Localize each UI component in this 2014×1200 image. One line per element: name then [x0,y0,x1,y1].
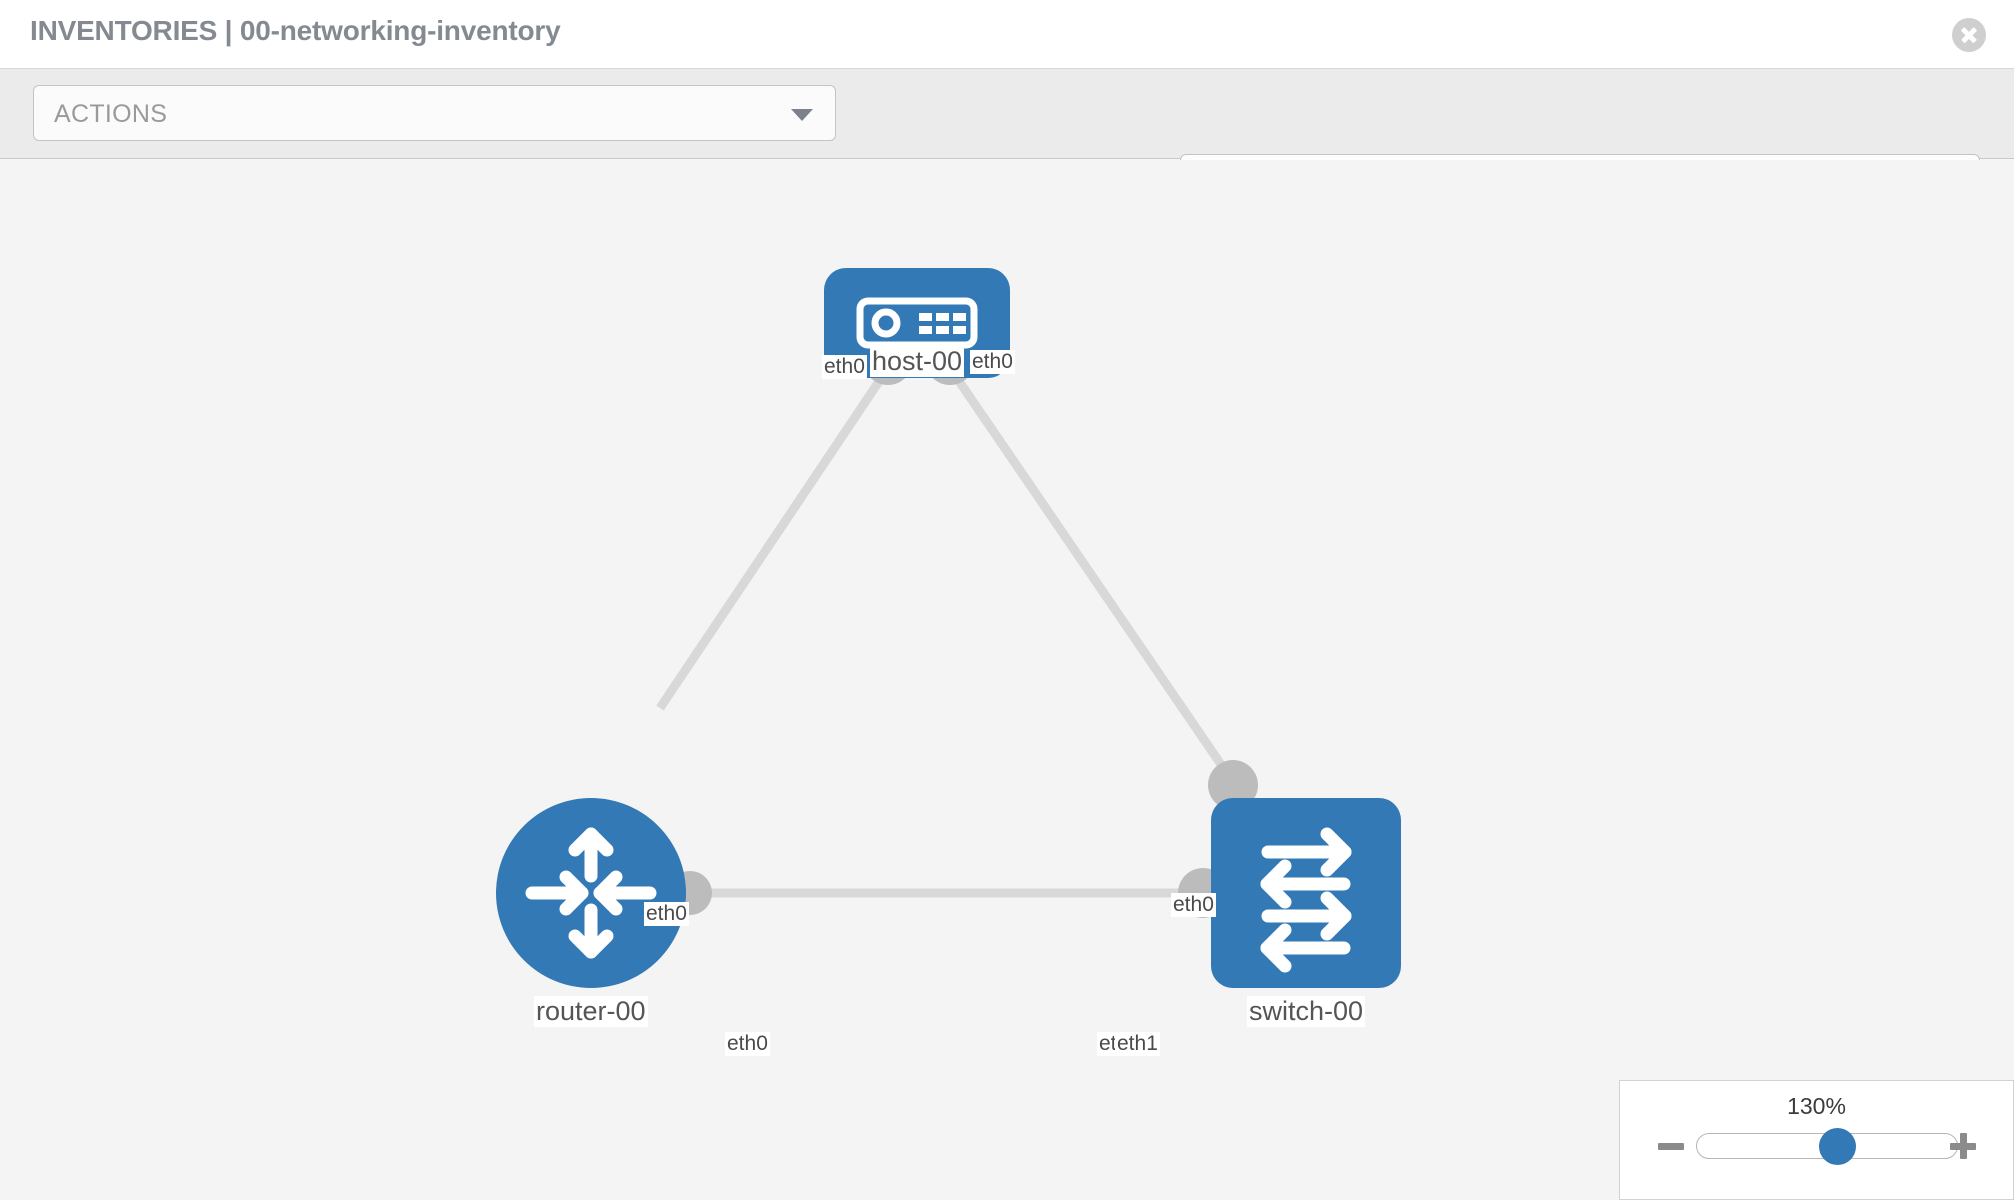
topology-canvas[interactable]: host-00 router-00 [0,160,2014,1200]
chevron-down-icon [791,109,813,121]
page-header: INVENTORIES | 00-networking-inventory [0,0,2014,69]
node-router-00[interactable] [496,798,686,988]
page-title: INVENTORIES | 00-networking-inventory [30,15,561,46]
node-label-router-00: router-00 [534,996,648,1027]
toolbar: ACTIONS SEARCH [0,69,2014,210]
zoom-slider-thumb[interactable] [1819,1128,1857,1165]
edge-label-host00-eth0-left: eth0 [822,355,867,379]
edge-label-router00-eth0-uplink: eth0 [644,902,689,926]
port-switch00-eth0[interactable] [1208,760,1258,810]
minus-icon [1658,1143,1684,1150]
node-label-host-00: host-00 [870,346,965,377]
zoom-level-value: 130% [1787,1093,1846,1119]
actions-dropdown[interactable]: ACTIONS [33,85,836,141]
zoom-control-panel: 130% [1619,1080,2014,1200]
router-arrows-icon [525,827,657,959]
link-host00-switch00[interactable] [944,362,1239,788]
edge-label-switch00-eth1: eth1 [1115,1032,1160,1056]
node-switch-00[interactable] [1211,798,1401,988]
link-host00-router00[interactable] [656,362,894,711]
zoom-out-button[interactable] [1658,1133,1684,1159]
zoom-in-button[interactable] [1950,1133,1976,1159]
node-label-switch-00: switch-00 [1247,996,1366,1027]
edge-label-router00-eth0: eth0 [725,1032,770,1056]
zoom-slider[interactable] [1696,1128,1958,1165]
plus-icon-vertical [1960,1133,1967,1159]
edge-label-host00-eth0-right: eth0 [970,350,1015,374]
switch-arrows-icon [1260,827,1352,973]
actions-dropdown-label: ACTIONS [54,100,168,128]
server-icon [856,297,978,349]
edge-label-switch00-eth0-uplink: eth0 [1171,893,1216,917]
close-icon[interactable] [1952,18,1986,52]
